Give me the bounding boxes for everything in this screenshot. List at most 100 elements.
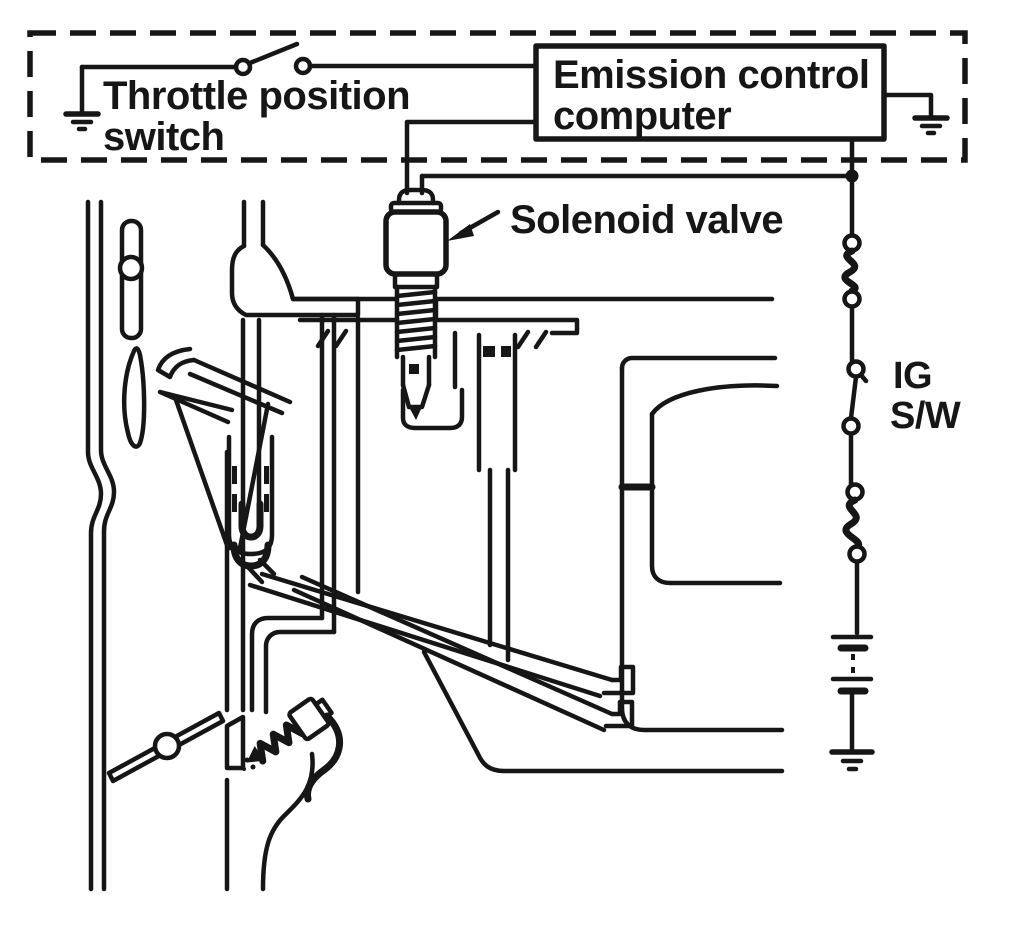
fuse-symbol-lower [842,482,867,564]
air-horn-center-casting [229,199,361,318]
computer-to-solenoid-wire [404,119,539,196]
control-circuit-dashed-boundary [27,30,968,163]
casting-outline-right [260,242,361,302]
solenoid-body [383,209,449,277]
bowl-top-line [619,355,778,371]
throttle-valve [106,710,226,784]
nozzle-support-fork [173,397,271,551]
float-bowl [421,355,785,774]
screw-spring-curve [304,712,344,803]
boss-line-right [433,317,580,336]
slow-jet-passage [400,330,518,663]
ignition-switch-symbol [841,359,869,436]
venturi-vane [121,346,147,449]
bleed-hole-3 [232,494,237,512]
bleed-hole-1 [232,466,237,484]
jet-channel-upper [476,332,518,473]
computer-ground-wire [881,92,934,119]
thread-ridges [394,289,438,353]
throttle-shaft [152,731,182,761]
idle-air-channel [319,312,337,635]
left-wall-inner [98,199,117,892]
solenoid-valve [383,187,449,420]
passage-fitting-upper [601,664,636,696]
ground-symbol-battery [829,749,875,772]
throttle-switch-label-line1: Throttle position [103,74,410,118]
throttle-switch-label-line2: switch [103,115,224,159]
computer-box-border [533,43,887,142]
fuse-element [842,496,863,551]
main-well-outer [226,434,275,557]
bowl-bottom-corner [619,687,785,733]
bleed-hole-2 [264,466,269,484]
ig-sw-label-line2: S/W [890,395,961,437]
solenoid-label-arrow [447,209,501,241]
dashed-box-border [27,30,968,163]
screw-assembly [246,696,334,765]
emission-control-computer-box [533,43,887,142]
carb-top-surface [290,296,775,350]
ig-switch-tick [858,372,869,384]
junction-dot [845,169,859,183]
jet-orifice-right [501,346,511,357]
jet-channel-lower [487,467,511,663]
main-jet [230,541,272,570]
main-fuel-passage [247,571,615,699]
body-bottom-line [421,649,785,774]
ig-switch-contact-bottom [841,416,861,436]
computer-label-line2: computer [553,94,731,138]
casting-outline-left [229,243,361,318]
emulsion-tube [240,317,262,519]
solenoid-stem [400,354,432,388]
spray-dot-1 [244,757,250,763]
computer-label-line1: Emission control [553,53,870,97]
idle-fuel-channel [249,312,361,715]
switch-contact-left [233,57,253,77]
fuse-terminal-bottom [847,544,867,564]
jet-orifice-left [483,346,495,357]
nozzle-lower-arm [157,389,235,425]
fuel-passages [247,571,636,733]
solenoid-threads [394,284,438,360]
throttle-position-switch-circuit [63,41,539,132]
screw-threads [256,721,306,765]
computer-ground-circuit [881,92,950,136]
switch-lever [247,41,300,66]
nozzle-hook-tip [155,346,197,380]
switch-contact-symbol-tps [233,41,313,77]
float-body [649,411,783,586]
fuse-symbol-upper [841,233,862,309]
choke-shaft [117,254,145,282]
secondary-fuel-passage [291,574,615,733]
ground-symbol-left [63,111,101,132]
solenoid-port-dot [409,364,419,374]
battery-symbol [830,634,874,695]
float-top-curve [649,383,780,417]
left-wall-outer [85,199,104,892]
emulsion-tube-well [226,317,277,585]
solenoid-neck [392,271,440,290]
ignition-power-chain [829,179,875,772]
ig-sw-label-line1: IG [893,355,932,397]
spray-dot-2 [250,764,256,770]
idle-mixture-screw [242,696,344,803]
bleed-hole-4 [264,494,269,512]
diagram-labels: Throttle position switch Emission contro… [103,53,961,437]
solenoid-valve-label: Solenoid valve [510,198,783,242]
choke-plate [119,218,144,341]
solenoid-needle [400,382,432,410]
spray-dot-3 [242,767,246,771]
ig-switch-lever [848,374,859,421]
fuse-element [841,247,859,295]
choke-valve [117,218,145,341]
ground-symbol-right [912,115,950,136]
needle-seat-chamber [400,387,465,431]
vent-ticks-right [515,329,549,350]
flange-curve [260,751,315,892]
solenoid-cap-dome [396,187,436,206]
well-outlet-stub [244,557,277,585]
fuse-terminal-bottom [842,289,862,309]
carburetor-cross-section [85,199,785,892]
